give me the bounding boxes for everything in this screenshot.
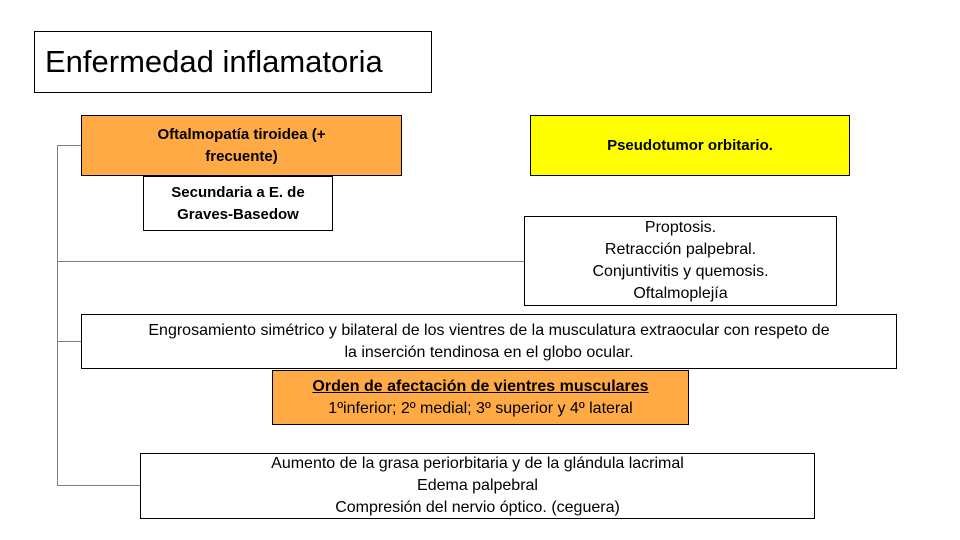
connector-oftalmopatia	[57, 145, 82, 146]
oftalmopatia-line1: Oftalmopatía tiroidea (+	[157, 125, 326, 143]
engrosamiento-line1: Engrosamiento simétrico y bilateral de l…	[148, 321, 830, 339]
connector-otros	[57, 485, 141, 486]
otros-item: Compresión del nervio óptico. (ceguera)	[335, 499, 620, 516]
connector-trunk	[57, 145, 58, 485]
signo-item: Conjuntivitis y quemosis.	[592, 263, 769, 280]
signo-item: Proptosis.	[644, 219, 717, 236]
otros-item: Aumento de la grasa periorbitaria y de l…	[271, 455, 684, 472]
pseudotumor-label: Pseudotumor orbitario.	[607, 136, 773, 154]
otros-box: Aumento de la grasa periorbitaria y de l…	[140, 453, 815, 519]
secundaria-line2: Graves-Basedow	[177, 205, 299, 223]
secundaria-line1: Secundaria a E. de	[171, 183, 305, 201]
signos-box: Proptosis. Retracción palpebral. Conjunt…	[524, 216, 837, 306]
signo-item: Retracción palpebral.	[604, 241, 757, 258]
pseudotumor-box: Pseudotumor orbitario.	[530, 115, 850, 176]
orden-heading: Orden de afectación de vientres muscular…	[312, 377, 649, 395]
otros-item: Edema palpebral	[417, 477, 538, 494]
title-box: Enfermedad inflamatoria	[34, 31, 432, 93]
oftalmopatia-line2: frecuente)	[205, 147, 278, 165]
page-title: Enfermedad inflamatoria	[45, 44, 383, 79]
connector-signos	[57, 261, 524, 262]
oftalmopatia-box: Oftalmopatía tiroidea (+ frecuente)	[81, 115, 402, 176]
engrosamiento-box: Engrosamiento simétrico y bilateral de l…	[81, 314, 897, 369]
signo-item: Oftalmoplejía	[633, 285, 728, 302]
secundaria-box: Secundaria a E. de Graves-Basedow	[143, 176, 333, 231]
orden-box: Orden de afectación de vientres muscular…	[272, 370, 689, 425]
engrosamiento-line2: la inserción tendinosa en el globo ocula…	[344, 343, 634, 361]
connector-engrosamiento	[57, 341, 82, 342]
orden-text: 1ºinferior; 2º medial; 3º superior y 4º …	[328, 399, 633, 417]
